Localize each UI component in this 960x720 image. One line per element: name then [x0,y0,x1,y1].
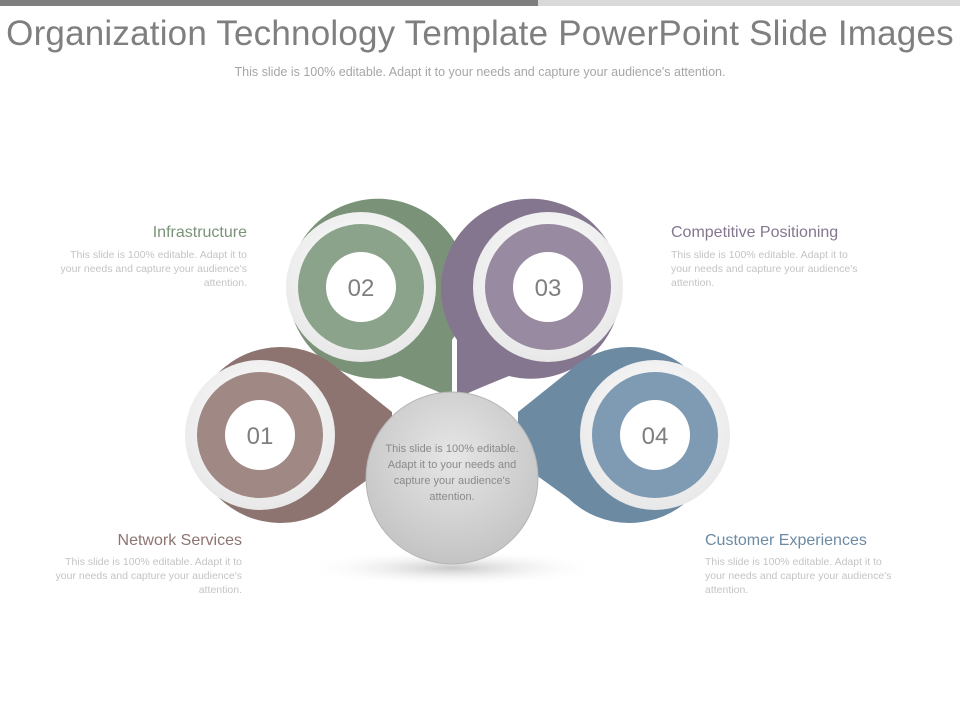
desc-competitive-positioning: This slide is 100% editable. Adapt it to… [671,249,858,289]
petal-04-center [620,400,690,470]
desc-customer-experiences: This slide is 100% editable. Adapt it to… [705,556,892,596]
label-competitive-positioning: Competitive Positioning [671,224,839,241]
petal-01 [185,347,392,524]
petal-03-number: 03 [535,275,562,302]
base-shadow [302,550,602,586]
page-title: Organization Technology Template PowerPo… [6,14,954,53]
center-circle [365,391,539,565]
top-accent-bar-dark [0,0,538,6]
top-accent-bar-light [538,0,960,6]
desc-network-services: This slide is 100% editable. Adapt it to… [55,556,242,596]
page-subtitle: This slide is 100% editable. Adapt it to… [234,65,726,79]
label-infrastructure: Infrastructure [152,224,247,241]
desc-infrastructure: This slide is 100% editable. Adapt it to… [60,249,247,289]
petal-02 [286,198,469,398]
petal-02-number: 02 [348,275,375,302]
petal-03 [440,198,623,398]
petal-02-center [326,252,396,322]
petal-01-center [225,400,295,470]
petal-04-number: 04 [642,423,669,450]
petal-03-center [513,252,583,322]
petal-04 [518,347,730,524]
top-accent-bar [0,0,960,6]
petal-01-number: 01 [247,423,274,450]
center-text: This slide is 100% editable. Adapt it to… [385,443,519,503]
label-customer-experiences: Customer Experiences [705,532,867,549]
label-network-services: Network Services [117,532,242,549]
